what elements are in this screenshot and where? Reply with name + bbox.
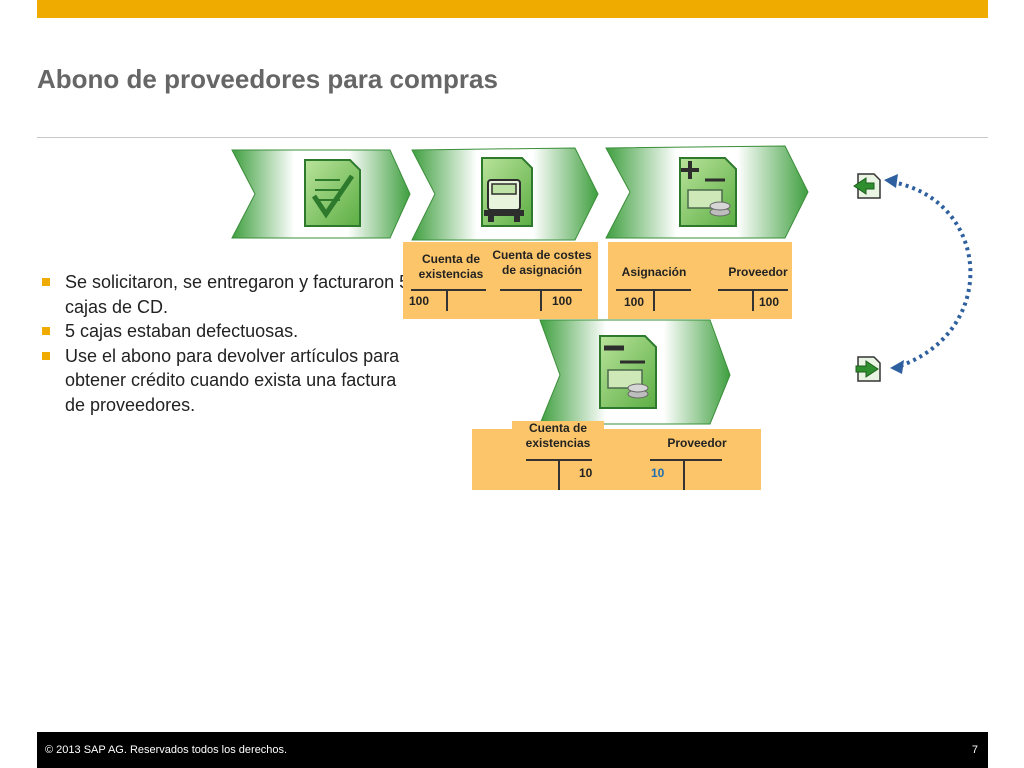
chevron-step-4 — [539, 319, 731, 425]
return-left-icon — [852, 172, 882, 200]
bullet-marker — [42, 327, 50, 335]
account-value: 100 — [409, 294, 430, 308]
copyright-text: © 2013 SAP AG. Reservados todos los dere… — [45, 744, 288, 756]
account-value: 100 — [759, 295, 780, 309]
truck-document-icon — [481, 157, 533, 227]
plus-money-document-icon — [679, 157, 737, 227]
bullet-text: Use el abono para devolver artículos par… — [65, 345, 400, 415]
bullet-text: Se solicitaron, se entregaron y facturar… — [65, 272, 420, 317]
account-value-highlight: 10 — [651, 466, 665, 480]
t-line — [650, 459, 722, 461]
account-label-existencias: Cuenta de existencias — [418, 252, 484, 281]
chevron-step-1 — [231, 149, 411, 239]
account-label-existencias: Cuenta de existencias — [512, 421, 604, 451]
bullet-item: Se solicitaron, se entregaron y facturar… — [40, 270, 420, 319]
t-account-box-2: Asignación Proveedor 100 100 — [608, 242, 792, 319]
bullet-item: Use el abono para devolver artículos par… — [40, 344, 420, 418]
account-value: 100 — [624, 295, 645, 309]
account-label-costes-asignacion: Cuenta de costes de asignación — [492, 248, 592, 277]
t-line — [653, 289, 655, 311]
chevron-step-3 — [605, 145, 809, 239]
footer-bar: © 2013 SAP AG. Reservados todos los dere… — [37, 732, 988, 768]
account-value: 10 — [579, 466, 593, 480]
bullet-list: Se solicitaron, se entregaron y facturar… — [40, 270, 420, 417]
top-accent-bar — [37, 0, 988, 18]
account-label-proveedor: Proveedor — [728, 265, 788, 279]
t-line — [752, 289, 754, 311]
bullet-marker — [42, 351, 50, 360]
t-account-box-1: Cuenta de existencias Cuenta de costes d… — [403, 242, 598, 319]
t-line — [540, 289, 542, 311]
chevron-step-2 — [411, 147, 599, 241]
page-number: 7 — [971, 744, 978, 756]
title-divider — [37, 137, 988, 138]
forward-right-icon — [852, 355, 882, 383]
t-account-box-3: Cuenta de existencias Proveedor 10 10 — [472, 421, 761, 490]
account-value: 100 — [552, 294, 573, 308]
t-line — [446, 289, 448, 311]
slide-title: Abono de proveedores para compras — [37, 64, 498, 94]
t-line — [411, 289, 486, 291]
bullet-item: 5 cajas estaban defectuosas. — [40, 319, 420, 344]
bullet-text: 5 cajas estaban defectuosas. — [65, 321, 299, 341]
dotted-curved-arrow — [884, 174, 973, 374]
account-label-asignacion: Asignación — [621, 265, 687, 279]
bullet-marker — [42, 278, 50, 286]
t-line — [558, 459, 560, 490]
checklist-document-icon — [304, 159, 361, 227]
t-line — [683, 459, 685, 490]
account-label-proveedor: Proveedor — [667, 436, 727, 450]
minus-money-document-icon — [599, 335, 657, 409]
